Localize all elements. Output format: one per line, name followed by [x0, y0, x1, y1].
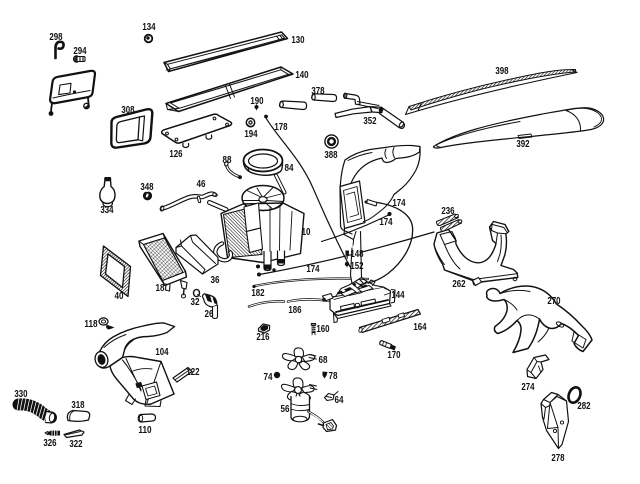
svg-text:160: 160 [316, 323, 329, 335]
svg-text:216: 216 [256, 331, 269, 343]
svg-text:278: 278 [551, 452, 564, 464]
svg-text:182: 182 [251, 287, 264, 299]
svg-text:36: 36 [211, 274, 220, 286]
svg-text:126: 126 [169, 148, 182, 160]
svg-text:56: 56 [281, 403, 290, 415]
svg-text:282: 282 [577, 400, 590, 412]
svg-text:118: 118 [84, 318, 97, 330]
svg-text:398: 398 [495, 65, 508, 77]
svg-text:104: 104 [155, 346, 168, 358]
svg-text:326: 326 [43, 437, 56, 449]
svg-text:164: 164 [413, 321, 426, 333]
svg-text:294: 294 [73, 45, 86, 57]
svg-text:134: 134 [142, 21, 155, 33]
svg-text:64: 64 [335, 394, 344, 406]
svg-text:392: 392 [516, 138, 529, 150]
svg-text:78: 78 [329, 370, 338, 382]
svg-text:74: 74 [264, 371, 273, 383]
svg-text:178: 178 [274, 121, 287, 133]
svg-text:144: 144 [391, 289, 404, 301]
svg-text:270: 270 [547, 295, 560, 307]
svg-text:84: 84 [285, 162, 294, 174]
svg-text:40: 40 [115, 290, 124, 302]
svg-text:174: 174 [379, 216, 392, 228]
svg-text:190: 190 [250, 95, 263, 107]
svg-text:388: 388 [324, 149, 337, 161]
svg-text:298: 298 [49, 31, 62, 43]
svg-text:10: 10 [302, 226, 311, 238]
svg-text:174: 174 [392, 197, 405, 209]
svg-text:18: 18 [156, 282, 165, 294]
svg-text:174: 174 [306, 263, 319, 275]
svg-text:140: 140 [295, 69, 308, 81]
svg-text:68: 68 [319, 354, 328, 366]
svg-text:334: 334 [100, 204, 113, 216]
svg-text:122: 122 [186, 366, 199, 378]
svg-text:148: 148 [350, 248, 363, 260]
svg-text:88: 88 [223, 154, 232, 166]
svg-text:262: 262 [452, 278, 465, 290]
svg-text:46: 46 [197, 178, 206, 190]
svg-text:322: 322 [69, 438, 82, 450]
svg-text:32: 32 [191, 296, 200, 308]
svg-text:330: 330 [14, 388, 27, 400]
svg-text:318: 318 [71, 399, 84, 411]
svg-text:236: 236 [441, 205, 454, 217]
svg-text:130: 130 [291, 34, 304, 46]
svg-text:152: 152 [350, 260, 363, 272]
svg-text:194: 194 [244, 128, 257, 140]
svg-text:378: 378 [311, 85, 324, 97]
svg-text:352: 352 [363, 115, 376, 127]
svg-text:170: 170 [387, 349, 400, 361]
svg-text:308: 308 [121, 104, 134, 116]
svg-text:26: 26 [205, 308, 214, 320]
svg-text:274: 274 [521, 381, 534, 393]
svg-text:348: 348 [140, 181, 153, 193]
svg-text:110: 110 [138, 424, 151, 436]
svg-text:186: 186 [288, 304, 301, 316]
